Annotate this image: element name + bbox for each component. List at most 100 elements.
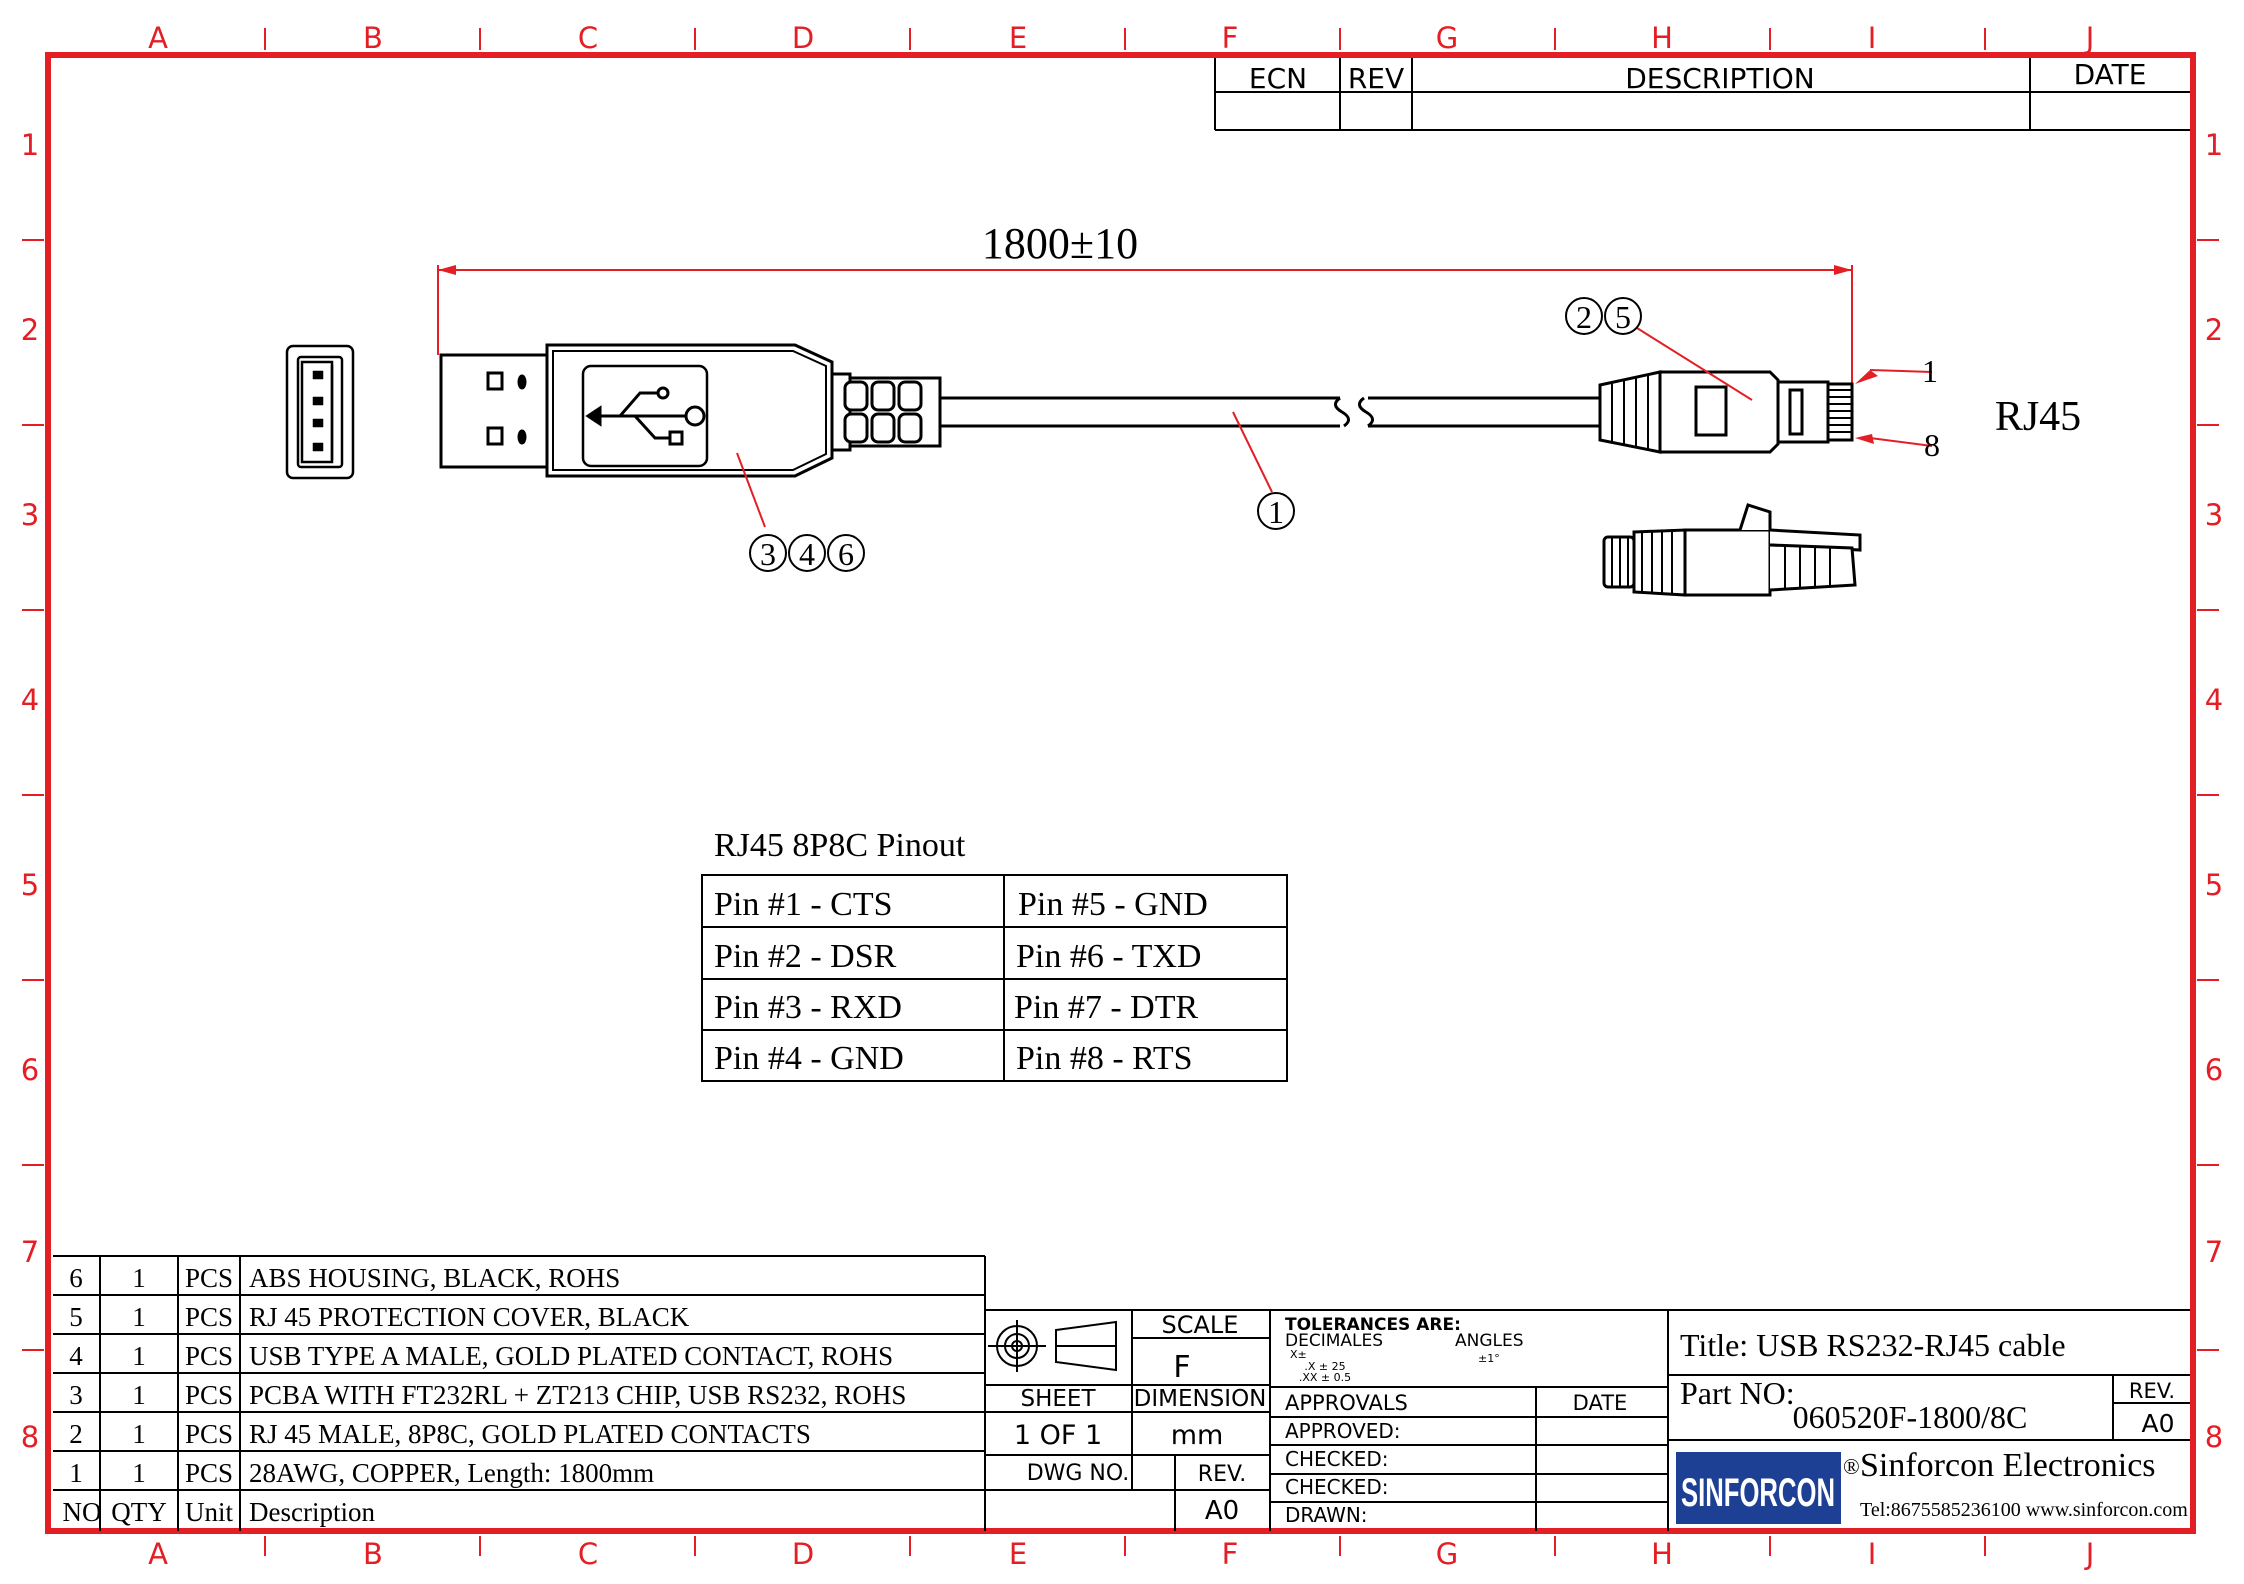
bom-cell: RJ 45 MALE, 8P8C, GOLD PLATED CONTACTS bbox=[249, 1419, 811, 1449]
balloon-rj45-label-2: 5 bbox=[1615, 299, 1631, 335]
connector-label: RJ45 bbox=[1995, 394, 2081, 440]
pinout-cell: Pin #3 - RXD bbox=[714, 989, 902, 1026]
zone-col-b-top: B bbox=[363, 21, 383, 55]
zone-row-5-right: 5 bbox=[2205, 868, 2223, 902]
drawn-label: DRAWN: bbox=[1285, 1503, 1368, 1527]
bom-cell: 5 bbox=[69, 1302, 83, 1332]
balloon-rj45-head: 2 5 bbox=[1565, 297, 1642, 335]
bom-cell: 6 bbox=[69, 1263, 83, 1293]
tolerance-xxx: .XX ± 0.5 bbox=[1299, 1371, 1351, 1384]
usb-end-view bbox=[285, 344, 355, 480]
approvals-label: APPROVALS bbox=[1285, 1391, 1408, 1415]
length-dimension-label: 1800±10 bbox=[982, 219, 1138, 268]
pinout-cell: Pin #1 - CTS bbox=[714, 886, 893, 923]
bom-cell: ABS HOUSING, BLACK, ROHS bbox=[249, 1263, 620, 1293]
pinout-cell: Pin #2 - DSR bbox=[714, 938, 897, 975]
part-rev-label: REV. bbox=[2129, 1379, 2175, 1403]
bom-cell: 1 bbox=[132, 1341, 146, 1371]
scale-value: F bbox=[1173, 1350, 1190, 1385]
bom-cell: 1 bbox=[132, 1302, 146, 1332]
company-logo: SINFORCON bbox=[1676, 1452, 1841, 1524]
zone-row-4-left: 4 bbox=[21, 683, 39, 717]
bom-cell: 1 bbox=[132, 1263, 146, 1293]
part-rev-value: A0 bbox=[2141, 1409, 2174, 1438]
zone-col-c-bottom: C bbox=[578, 1537, 598, 1571]
bom-header-no: NO bbox=[63, 1497, 102, 1527]
checked-label-2: CHECKED: bbox=[1285, 1475, 1389, 1499]
zone-col-h-top: H bbox=[1651, 21, 1673, 55]
zone-row-3-right: 3 bbox=[2205, 498, 2223, 532]
zone-row-8-right: 8 bbox=[2205, 1420, 2223, 1454]
zone-col-d-bottom: D bbox=[792, 1537, 814, 1571]
zone-col-h-bottom: H bbox=[1651, 1537, 1673, 1571]
approved-label: APPROVED: bbox=[1285, 1419, 1401, 1443]
part-no-value: 060520F-1800/8C bbox=[1793, 1399, 2028, 1435]
pin8-arrow bbox=[1855, 434, 1874, 444]
pinout-title: RJ45 8P8C Pinout bbox=[714, 827, 966, 864]
sheet-label: SHEET bbox=[1020, 1386, 1096, 1412]
bom-cell: PCS bbox=[185, 1302, 233, 1332]
angles-value: ±1° bbox=[1478, 1352, 1500, 1365]
dimension-label: DIMENSION bbox=[1134, 1386, 1267, 1412]
approvals-date-label: DATE bbox=[1573, 1391, 1628, 1415]
bom-header-description: Description bbox=[249, 1497, 375, 1527]
company-name: Sinforcon Electronics bbox=[1860, 1447, 2156, 1484]
bom-cell: PCS bbox=[185, 1263, 233, 1293]
pinout-table: RJ45 8P8C Pinout Pin #1 - CTS Pin #5 - G… bbox=[701, 827, 1288, 1082]
balloon-cable: 1 bbox=[1257, 492, 1295, 530]
revision-block: ECN REV DESCRIPTION DATE bbox=[1214, 58, 2190, 131]
cable-assembly-drawing: 1800±10 bbox=[285, 219, 2081, 597]
bom-cell: PCS bbox=[185, 1419, 233, 1449]
bom-rows: 6 1 PCS ABS HOUSING, BLACK, ROHS 5 1 PCS… bbox=[63, 1263, 907, 1527]
zone-col-c-top: C bbox=[578, 21, 598, 55]
zone-col-j-top: J bbox=[2084, 21, 2095, 55]
bom-cell: 3 bbox=[69, 1380, 83, 1410]
bom-cell: 1 bbox=[132, 1380, 146, 1410]
balloon-usb-label-3: 6 bbox=[838, 536, 854, 572]
cable bbox=[940, 396, 1605, 428]
zone-col-a-top: A bbox=[148, 21, 168, 55]
bom-cell: PCS bbox=[185, 1458, 233, 1488]
dwg-no-label: DWG NO. bbox=[1027, 1461, 1130, 1486]
zone-row-2-left: 2 bbox=[21, 313, 39, 347]
decimales-label: DECIMALES bbox=[1285, 1331, 1383, 1351]
bom-cell: 28AWG, COPPER, Length: 1800mm bbox=[249, 1458, 654, 1488]
zone-row-6-right: 6 bbox=[2205, 1053, 2223, 1087]
bom-header-unit: Unit bbox=[185, 1497, 234, 1527]
pinout-cell: Pin #7 - DTR bbox=[1014, 989, 1199, 1026]
projection-symbol bbox=[988, 1320, 1117, 1372]
pinout-cell: Pin #4 - GND bbox=[714, 1040, 904, 1077]
rev-value: A0 bbox=[1205, 1496, 1239, 1526]
pin-last-label: 8 bbox=[1924, 427, 1940, 463]
balloon-usb-head: 3 4 6 bbox=[749, 534, 865, 572]
zone-col-b-bottom: B bbox=[363, 1537, 383, 1571]
pinout-cell: Pin #5 - GND bbox=[1018, 886, 1208, 923]
zone-row-1-right: 1 bbox=[2205, 128, 2223, 162]
bom-table: 6 1 PCS ABS HOUSING, BLACK, ROHS 5 1 PCS… bbox=[53, 1255, 986, 1531]
company-contact: Tel:8675585236100 www.sinforcon.com bbox=[1860, 1499, 2188, 1521]
rev-header-rev: REV bbox=[1348, 62, 1404, 95]
zone-row-7-left: 7 bbox=[21, 1235, 39, 1269]
length-dimension: 1800±10 bbox=[437, 219, 1853, 392]
zone-col-e-bottom: E bbox=[1009, 1537, 1027, 1571]
rev-header-date: DATE bbox=[2074, 58, 2147, 91]
tolerance-x: X± bbox=[1290, 1348, 1307, 1361]
pinout-cell: Pin #6 - TXD bbox=[1016, 938, 1201, 975]
bom-cell: PCBA WITH FT232RL + ZT213 CHIP, USB RS23… bbox=[249, 1380, 906, 1410]
zone-row-8-left: 8 bbox=[21, 1420, 39, 1454]
checked-label-1: CHECKED: bbox=[1285, 1447, 1389, 1471]
bom-cell: PCS bbox=[185, 1341, 233, 1371]
pinout-cell: Pin #8 - RTS bbox=[1016, 1040, 1193, 1077]
zone-row-3-left: 3 bbox=[21, 498, 39, 532]
zone-row-5-left: 5 bbox=[21, 868, 39, 902]
bom-cell: PCS bbox=[185, 1380, 233, 1410]
part-no-label: Part NO: bbox=[1680, 1375, 1795, 1411]
pin1-arrow bbox=[1855, 370, 1878, 384]
zone-row-7-right: 7 bbox=[2205, 1235, 2223, 1269]
rj45-plug bbox=[1598, 370, 1854, 454]
zone-row-4-right: 4 bbox=[2205, 683, 2223, 717]
angles-label: ANGLES bbox=[1455, 1331, 1524, 1351]
zone-col-g-bottom: G bbox=[1436, 1537, 1458, 1571]
zone-col-i-bottom: I bbox=[1868, 1537, 1877, 1571]
